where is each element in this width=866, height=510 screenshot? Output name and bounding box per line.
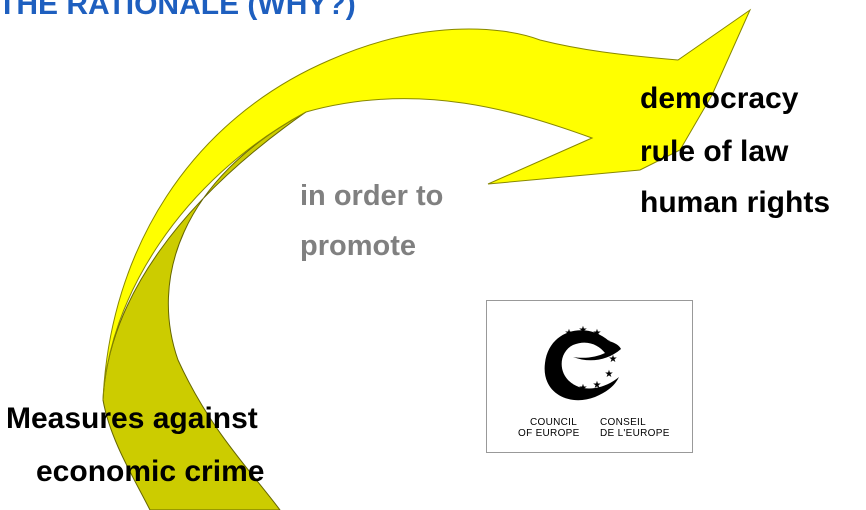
connector-line-2: promote [300, 230, 416, 262]
logo-text-of-europe: OF EUROPE [518, 428, 580, 439]
arrow-back-face [102, 111, 307, 510]
svg-text:★: ★ [553, 339, 562, 350]
measures-line-2: economic crime [36, 455, 265, 488]
logo-text-de-leurope: DE L'EUROPE [600, 428, 670, 439]
logo-text-conseil: CONSEIL [600, 417, 647, 428]
svg-text:★: ★ [549, 354, 558, 365]
svg-text:★: ★ [593, 380, 602, 391]
svg-text:★: ★ [605, 369, 614, 380]
connector-line-1: in order to [300, 180, 444, 212]
svg-text:★: ★ [579, 383, 588, 394]
goal-rule-of-law: rule of law [640, 135, 789, 168]
council-of-europe-logo: ★★★ ★★ ★★ ★★ ★★★ COUNCIL OF EUROPE CONSE… [486, 300, 693, 453]
svg-text:★: ★ [565, 380, 574, 391]
svg-text:★: ★ [605, 339, 614, 350]
svg-text:★: ★ [609, 354, 618, 365]
slide-title: THE RATIONALE (WHY?) [0, 0, 356, 21]
svg-text:★: ★ [579, 325, 588, 336]
svg-text:★: ★ [553, 369, 562, 380]
measures-line-1: Measures against [6, 402, 258, 435]
arrow-front-face [102, 8, 752, 401]
svg-text:★: ★ [565, 328, 574, 339]
goal-human-rights: human rights [640, 186, 831, 219]
council-of-europe-emblem-icon: ★★★ ★★ ★★ ★★ ★★★ [544, 325, 621, 401]
svg-text:★: ★ [593, 328, 602, 339]
logo-text-council: COUNCIL [530, 417, 578, 428]
goal-democracy: democracy [640, 82, 799, 115]
